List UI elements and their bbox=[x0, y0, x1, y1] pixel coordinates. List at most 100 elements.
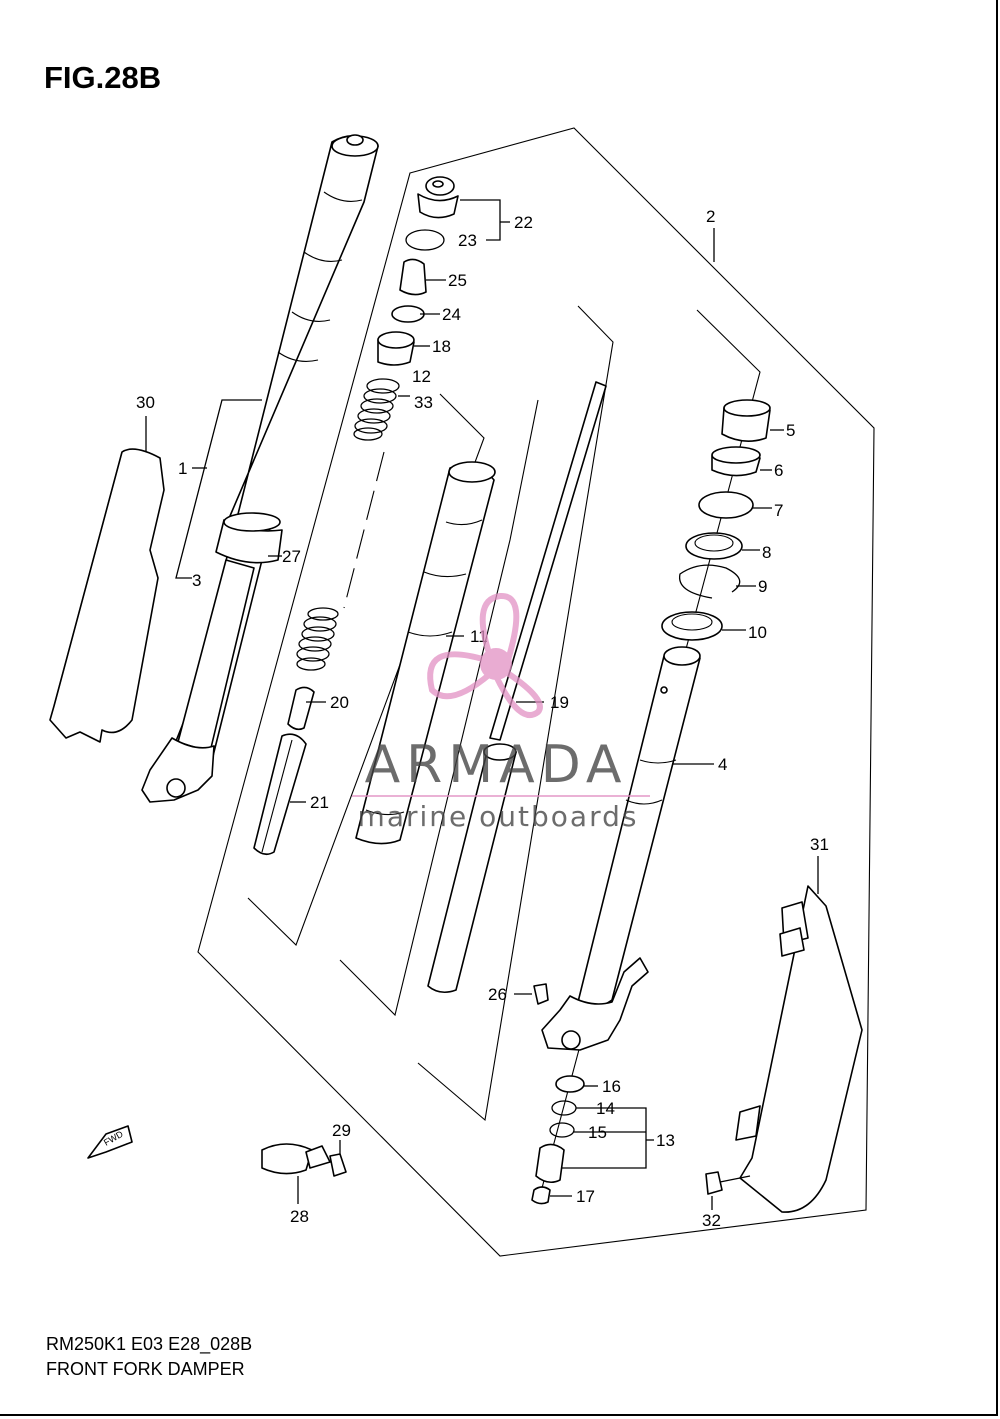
callout-23: 23 bbox=[458, 231, 477, 250]
callout-28: 28 bbox=[290, 1207, 309, 1226]
callout-27: 27 bbox=[282, 547, 301, 566]
callout-19: 19 bbox=[550, 693, 569, 712]
inner-tube-top bbox=[663, 646, 701, 666]
oil-seal-8-inner bbox=[694, 534, 734, 552]
callout-21: 21 bbox=[310, 793, 329, 812]
bumper-25 bbox=[399, 258, 427, 296]
damper-rod-19 bbox=[489, 381, 607, 741]
figure-title: FIG.28B bbox=[44, 60, 162, 95]
rod-piston bbox=[483, 743, 517, 761]
callout-1: 1 bbox=[178, 459, 187, 478]
callout-labels: 1 2 3 4 5 6 7 8 9 10 11 12 13 14 15 16 1… bbox=[136, 207, 829, 1230]
assembly-2-outline bbox=[197, 127, 875, 1257]
callout-10: 10 bbox=[748, 623, 767, 642]
cylinder-band-2 bbox=[423, 571, 467, 578]
callout-25: 25 bbox=[448, 271, 467, 290]
assembly-12-outline bbox=[247, 393, 485, 946]
o-ring-15 bbox=[549, 1122, 575, 1138]
bolt-32 bbox=[705, 1171, 723, 1195]
watermark-brand: ARMADA bbox=[365, 735, 628, 795]
axle-holder-left bbox=[141, 737, 215, 803]
callout-3: 3 bbox=[192, 571, 201, 590]
fork-guard-right bbox=[739, 885, 863, 1213]
handguard-clamp-28 bbox=[261, 1143, 313, 1175]
dust-seal-10-inner bbox=[671, 613, 713, 631]
nut-17 bbox=[531, 1186, 551, 1205]
stopper-ring-9 bbox=[678, 564, 741, 599]
callout-29: 29 bbox=[332, 1121, 351, 1140]
callout-6: 6 bbox=[774, 461, 783, 480]
outer-tube-cap bbox=[346, 134, 364, 146]
callout-14: 14 bbox=[596, 1099, 615, 1118]
collar-18-top bbox=[377, 331, 415, 349]
assembly-19-outline bbox=[417, 305, 614, 1122]
bushing-5-top bbox=[723, 399, 771, 417]
callout-32: 32 bbox=[702, 1211, 721, 1230]
callout-9: 9 bbox=[758, 577, 767, 596]
guard-right-clip-2 bbox=[779, 927, 805, 957]
dust-seal-10 bbox=[661, 611, 723, 641]
outer-tube-band-3 bbox=[291, 311, 331, 322]
rebound-spring-20 bbox=[287, 686, 315, 731]
fwd-arrow-icon: FWD bbox=[87, 1125, 133, 1159]
fork-cap-bolt bbox=[432, 180, 444, 188]
diagram-name: FRONT FORK DAMPER bbox=[46, 1359, 245, 1379]
gasket-16 bbox=[555, 1075, 585, 1093]
callout-22: 22 bbox=[514, 213, 533, 232]
callout-5: 5 bbox=[786, 421, 795, 440]
cylinder-band-1 bbox=[445, 519, 483, 526]
callout-12: 12 bbox=[412, 367, 431, 386]
callout-16: 16 bbox=[602, 1077, 621, 1096]
axle-bracket-right bbox=[541, 957, 649, 1051]
leader-lines bbox=[145, 199, 819, 1210]
model-code: RM250K1 E03 E28_028B bbox=[46, 1334, 253, 1354]
outer-tube-lower bbox=[177, 559, 255, 753]
washer-24 bbox=[391, 305, 425, 323]
bolt-29 bbox=[329, 1153, 347, 1177]
callout-31: 31 bbox=[810, 835, 829, 854]
guard-right-bracket bbox=[735, 1105, 761, 1141]
spring-centerline bbox=[343, 451, 385, 609]
callout-7: 7 bbox=[774, 501, 783, 520]
spring-lower bbox=[296, 607, 339, 671]
callout-33: 33 bbox=[414, 393, 433, 412]
clamp-ring-top bbox=[223, 512, 281, 532]
callout-17: 17 bbox=[576, 1187, 595, 1206]
fork-guard-left bbox=[49, 448, 165, 743]
bolt-26 bbox=[533, 983, 549, 1005]
spring-guide-groove bbox=[261, 739, 293, 853]
callout-4: 4 bbox=[718, 755, 727, 774]
callout-18: 18 bbox=[432, 337, 451, 356]
callout-2: 2 bbox=[706, 207, 715, 226]
base-valve-13 bbox=[535, 1143, 565, 1184]
damper-cylinder-top bbox=[448, 461, 496, 483]
inner-tube-band-1 bbox=[639, 759, 677, 764]
spring-33 bbox=[353, 378, 400, 441]
assembly-11-outline bbox=[339, 399, 539, 1017]
spring-guide-21 bbox=[253, 733, 307, 856]
bushing-6-top bbox=[711, 446, 761, 464]
outer-tube-band-2 bbox=[303, 251, 343, 262]
callout-13: 13 bbox=[656, 1131, 675, 1150]
callout-30: 30 bbox=[136, 393, 155, 412]
cylinder-band-3 bbox=[407, 631, 453, 637]
clamp-28-tab bbox=[305, 1145, 331, 1169]
oil-seal-8 bbox=[685, 532, 743, 560]
axle-hole-right bbox=[561, 1030, 581, 1050]
fork-cap-22 bbox=[417, 193, 459, 219]
watermark-tagline: marine outboards bbox=[358, 800, 639, 833]
watermark: ARMADA marine outboards bbox=[352, 593, 650, 833]
watermark-logo-icon bbox=[427, 593, 543, 719]
callout-15: 15 bbox=[588, 1123, 607, 1142]
o-ring-14 bbox=[551, 1100, 577, 1116]
washer-7 bbox=[698, 491, 754, 519]
callout-24: 24 bbox=[442, 305, 461, 324]
fork-guard-left-edge bbox=[53, 451, 123, 707]
inner-tube-band-2 bbox=[625, 799, 663, 805]
callout-8: 8 bbox=[762, 543, 771, 562]
cylinder-band-4 bbox=[365, 809, 405, 816]
axle-hole-left bbox=[166, 778, 186, 798]
